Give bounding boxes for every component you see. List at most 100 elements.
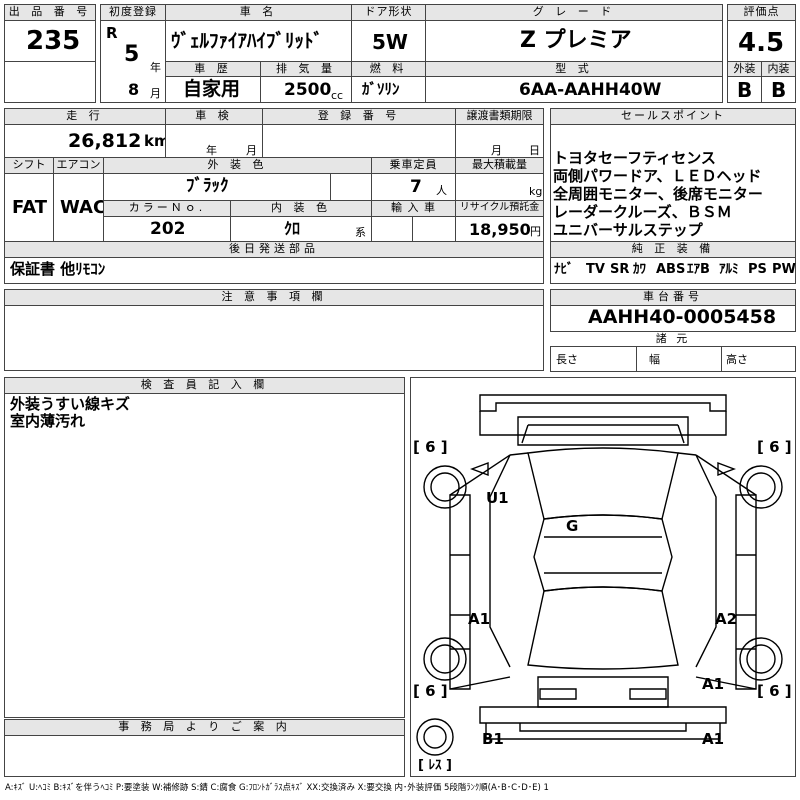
- exterior-grade-value: B: [737, 78, 753, 102]
- import-label: 輸 入 車: [371, 200, 456, 217]
- sales-point-item: 両側パワードア、ＬＥＤヘッド: [553, 167, 762, 185]
- inspector-note-line: 室内薄汚れ: [10, 412, 86, 430]
- exterior-color-label: 外 装 色: [103, 157, 372, 174]
- recycle-deposit-label: リサイクル預託金: [455, 200, 544, 217]
- inspection-year-unit: 年: [206, 144, 217, 157]
- equipment-item: TV: [586, 262, 605, 277]
- history-label: 車 歴: [165, 61, 261, 77]
- sales-point-item: レーダークルーズ、ＢＳＭ: [553, 203, 732, 221]
- exterior-color-extra: [330, 173, 372, 201]
- era-value: R: [106, 24, 118, 42]
- notes-cell: [4, 305, 544, 371]
- mileage-value: 26,812: [68, 130, 142, 152]
- damage-mark: B1: [482, 730, 504, 748]
- max-load-cell: [455, 173, 544, 201]
- first-registration-label: 初度登録: [100, 4, 166, 21]
- inspector-notes-cell: [4, 393, 405, 718]
- exterior-label: 外装: [727, 61, 762, 77]
- history-value: 自家用: [183, 78, 241, 100]
- car-diagram-panel: [410, 377, 796, 777]
- dimensions-label: 諸 元: [655, 332, 691, 345]
- aircon-label: エアコン: [53, 157, 104, 174]
- damage-mark: A1: [702, 730, 725, 748]
- model-value: 6AA-AAHH40W: [519, 80, 662, 100]
- damage-mark: G: [566, 517, 579, 535]
- legend-text: A:ｷｽﾞ U:ﾍｺﾐ B:ｷｽﾞを伴うﾍｺﾐ P:要塗装 W:補修跡 S:錆 …: [5, 783, 549, 793]
- score-label: 評価点: [727, 4, 796, 21]
- inspector-notes-label: 検 査 員 記 入 欄: [4, 377, 405, 394]
- later-parts-label: 後日発送部品: [4, 241, 544, 258]
- office-notice-label: 事 務 局 よ り ご 案 内: [4, 719, 405, 736]
- mileage-cell: [4, 124, 166, 158]
- lot-number-blank: [4, 61, 96, 103]
- persons-unit: 人: [436, 184, 447, 197]
- score-cell: [727, 20, 796, 62]
- height-label: 高さ: [726, 353, 748, 366]
- damage-mark: U1: [486, 489, 509, 507]
- color-number-label: カラーＮｏ.: [103, 200, 231, 217]
- interior-label: 内装: [761, 61, 796, 77]
- car-name-value: ｳﾞｪﾙﾌｧｲｱﾊｲﾌﾞﾘｯﾄﾞ: [171, 30, 324, 52]
- inspector-note-line: 外装うすい線キズ: [10, 395, 131, 413]
- shift-label: シフト: [4, 157, 54, 174]
- lot-number-cell: [4, 20, 96, 62]
- recycle-deposit-cell: [455, 216, 544, 242]
- car-name-label: 車 名: [165, 4, 352, 21]
- notes-label: 注 意 事 項 欄: [4, 289, 544, 306]
- registration-year-value: 5: [124, 42, 140, 67]
- registration-month-value: 8: [128, 80, 140, 99]
- chassis-number-label: 車台番号: [550, 289, 796, 306]
- transfer-docs-cell: [455, 124, 544, 158]
- car-diagram: [416, 394, 783, 756]
- door-shape-value: 5W: [372, 30, 408, 54]
- door-shape-label: ドア形状: [351, 4, 426, 21]
- registration-number-label: 登 録 番 号: [262, 108, 456, 125]
- inspection-cell: [165, 124, 263, 158]
- tire-depth-front-left: [ 6 ]: [413, 438, 448, 456]
- sales-point-item: トヨタセーフティセンス: [553, 149, 716, 167]
- import-cell-b: [412, 216, 456, 242]
- lot-number-value: 235: [26, 26, 81, 56]
- import-cell-a: [371, 216, 413, 242]
- chassis-number-value: AAHH40-0005458: [588, 306, 777, 328]
- displacement-cell: [260, 76, 352, 103]
- damage-mark: A1: [468, 610, 491, 628]
- width-label: 幅: [649, 353, 660, 366]
- displacement-label: 排 気 量: [260, 61, 352, 77]
- length-label: 長さ: [556, 353, 578, 366]
- equipment-item: ﾅﾋﾞ: [554, 262, 574, 277]
- exterior-color-value: ﾌﾞﾗｯｸ: [186, 176, 229, 196]
- damage-mark: A2: [715, 610, 738, 628]
- first-registration-cell: [100, 20, 166, 103]
- genuine-equipment-label: 純 正 装 備: [550, 241, 796, 258]
- spare-tire-label: [ ﾚｽ ]: [418, 758, 452, 773]
- color-number-value: 202: [150, 219, 186, 239]
- grade-label: グ レ ー ド: [425, 4, 723, 21]
- equipment-item: PS: [748, 262, 767, 277]
- grade-value: Z プレミア: [520, 28, 632, 53]
- genuine-equipment-cell: [550, 257, 796, 284]
- cc-unit: cc: [331, 89, 344, 102]
- fuel-cell: [351, 76, 426, 103]
- sales-point-item: ユニバーサルステップ: [553, 221, 703, 239]
- equipment-item: SR: [610, 262, 630, 277]
- aircon-value: WAC: [60, 197, 107, 218]
- capacity-label: 乗車定員: [371, 157, 456, 174]
- equipment-item: ｶﾜ: [633, 262, 646, 277]
- fuel-label: 燃 料: [351, 61, 426, 77]
- height-cell: [721, 346, 796, 372]
- later-parts-value: 保証書 他ﾘﾓｺﾝ: [10, 260, 106, 278]
- registration-number-cell: [262, 124, 456, 158]
- interior-grade-cell: [761, 76, 796, 103]
- tire-depth-front-right: [ 6 ]: [757, 438, 792, 456]
- equipment-item: ｴｱB: [687, 262, 710, 277]
- inspection-label: 車 検: [165, 108, 263, 125]
- month-unit: 月: [150, 87, 161, 100]
- later-parts-cell: [4, 257, 544, 284]
- transfer-month-unit: 月: [491, 144, 502, 157]
- score-value: 4.5: [738, 28, 785, 58]
- fuel-value: ｶﾞｿﾘﾝ: [362, 80, 400, 98]
- interior-color-suffix: 系: [355, 226, 366, 239]
- transfer-docs-label: 譲渡書類期限: [455, 108, 544, 125]
- capacity-value: 7: [410, 177, 422, 197]
